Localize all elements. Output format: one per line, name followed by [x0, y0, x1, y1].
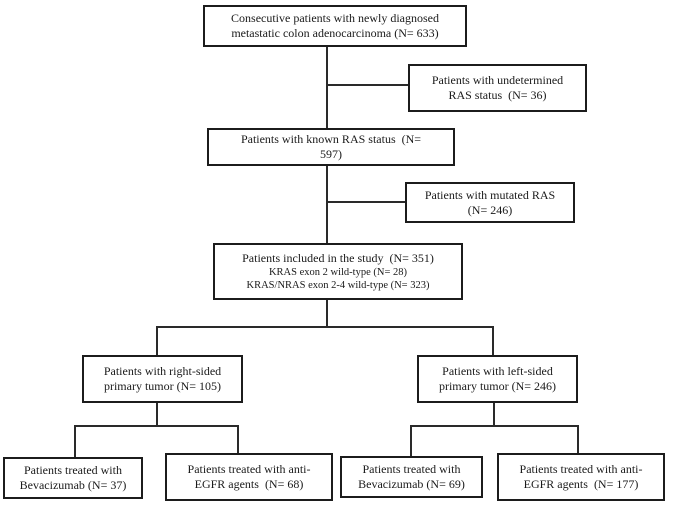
box-text-line: EGFR agents (N= 68): [194, 477, 304, 491]
connector-top-to-known: [326, 46, 328, 129]
box-text-line: Consecutive patients with newly diagnose…: [231, 11, 439, 25]
connector-to-bev37: [74, 425, 76, 457]
box-text-line: EGFR agents (N= 177): [523, 477, 639, 491]
box-right-anti-egfr: Patients treated with anti- EGFR agents …: [165, 453, 333, 501]
connector-to-egfr68: [237, 425, 239, 453]
box-text-line: KRAS/NRAS exon 2-4 wild-type (N= 323): [246, 280, 430, 291]
box-text-line: Patients with mutated RAS: [424, 187, 556, 202]
box-text-line: Patients treated with: [24, 463, 122, 477]
box-text-line: Patients treated with: [362, 462, 461, 476]
connector-main-split: [157, 326, 494, 328]
box-text-line: Patients with undetermined: [431, 73, 564, 87]
connector-left-sided-down: [493, 402, 495, 427]
connector-right-split: [74, 425, 239, 427]
connector-known-to-included: [326, 165, 328, 244]
box-text-line: Bevacizumab (N= 69): [358, 477, 465, 491]
box-text-line: RAS status (N= 36): [448, 88, 547, 102]
box-text-line: Patients included in the study (N= 351): [242, 251, 434, 265]
connector-right-sided-down: [156, 402, 158, 427]
connector-to-left-sided: [492, 326, 494, 356]
connector-left-split: [410, 425, 579, 427]
box-text-line: Patients with right-sided: [103, 364, 222, 378]
box-text-line: Patients with left-sided: [442, 364, 553, 378]
box-text-line: KRAS exon 2 wild-type (N= 28): [268, 267, 408, 278]
box-included-study: Patients included in the study (N= 351) …: [213, 243, 463, 300]
box-right-sided-tumor: Patients with right-sided primary tumor …: [82, 355, 243, 403]
box-text-line: 597): [320, 147, 342, 161]
box-consecutive-patients: Consecutive patients with newly diagnose…: [203, 5, 467, 47]
box-right-bevacizumab: Patients treated with Bevacizumab (N= 37…: [3, 457, 143, 499]
box-text-line: Bevacizumab (N= 37): [19, 478, 127, 492]
connector-to-egfr177: [577, 425, 579, 453]
connector-branch-mutated: [327, 201, 405, 203]
box-text-line: metastatic colon adenocarcinoma (N= 633): [231, 26, 439, 40]
box-left-anti-egfr: Patients treated with anti- EGFR agents …: [497, 453, 665, 501]
connector-to-bev69: [410, 425, 412, 456]
box-mutated-ras: Patients with mutated RAS (N= 246): [405, 182, 575, 223]
box-text-line: primary tumor (N= 105): [103, 379, 222, 393]
box-undetermined-ras: Patients with undetermined RAS status (N…: [408, 64, 587, 112]
box-text-line: Patients treated with anti-: [519, 462, 643, 476]
box-known-ras: Patients with known RAS status (N= 597): [207, 128, 455, 166]
box-text-line: Patients treated with anti-: [187, 462, 311, 476]
box-text-line: primary tumor (N= 246): [438, 379, 557, 393]
box-left-bevacizumab: Patients treated with Bevacizumab (N= 69…: [340, 456, 483, 498]
connector-included-down: [326, 299, 328, 328]
box-text-line: Patients with known RAS status (N=: [240, 132, 422, 146]
box-text-line: (N= 246): [467, 202, 513, 217]
connector-branch-undetermined: [327, 84, 408, 86]
connector-to-right-sided: [156, 326, 158, 356]
box-left-sided-tumor: Patients with left-sided primary tumor (…: [417, 355, 578, 403]
